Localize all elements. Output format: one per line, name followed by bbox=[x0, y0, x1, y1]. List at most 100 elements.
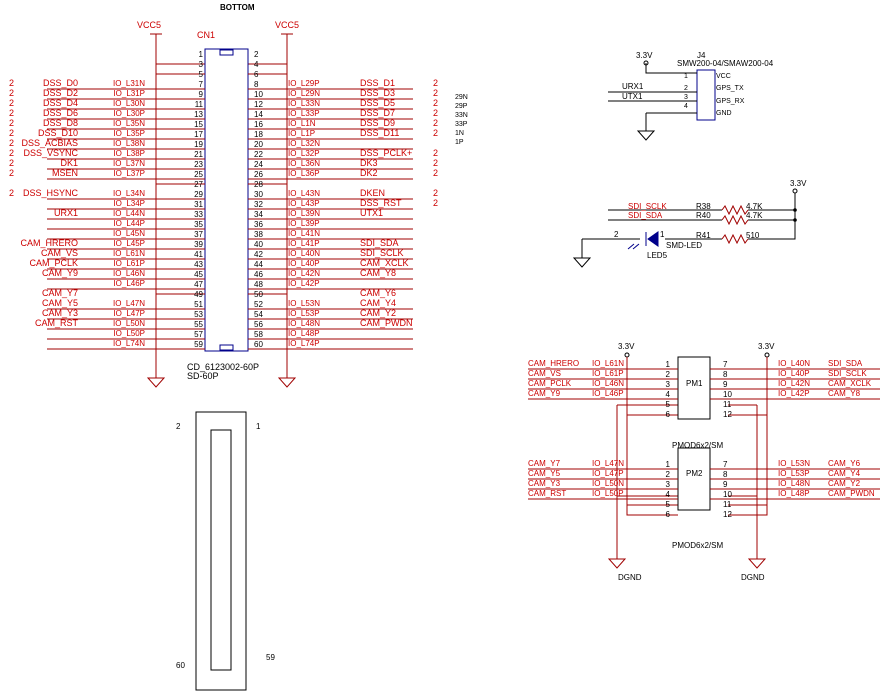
cn1-right-sheet-4: 2 bbox=[433, 78, 438, 88]
pm1-pin-8: 8 bbox=[723, 370, 728, 379]
cn1-key-top bbox=[219, 49, 234, 56]
cn1-pin-44: 44 bbox=[254, 260, 263, 269]
cn1-key-bottom bbox=[219, 344, 234, 351]
cn1-pin-18: 18 bbox=[254, 130, 263, 139]
cn1-pin-2: 2 bbox=[254, 50, 259, 59]
pm1-right-io-9: IO_L42N bbox=[778, 379, 810, 388]
pm1-left-io-2: IO_L61P bbox=[592, 369, 624, 378]
cn1-pin-45: 45 bbox=[194, 270, 203, 279]
port-list-item-1: 29N bbox=[455, 94, 468, 101]
cn1-pin-28: 28 bbox=[254, 180, 263, 189]
cn1-left-io-19: IO_L45N bbox=[113, 229, 145, 238]
cn1-pin-55: 55 bbox=[194, 320, 203, 329]
cn1-right-io-23: IO_L42N bbox=[288, 269, 320, 278]
pm-supply-right-node bbox=[764, 352, 770, 358]
cn1-right-net-15: DKEN bbox=[360, 188, 385, 198]
j4-supply: 3.3V bbox=[636, 51, 653, 60]
cn1-pin-37: 37 bbox=[194, 230, 203, 239]
cn1-left-sheet-13: 2 bbox=[9, 168, 14, 178]
pm2-pin-9: 9 bbox=[723, 480, 728, 489]
cn1-pin-40: 40 bbox=[254, 240, 263, 249]
pm1-left-net-3: CAM_PCLK bbox=[528, 379, 572, 388]
cn1-pin-38: 38 bbox=[254, 230, 263, 239]
pm2-right-net-9: CAM_Y2 bbox=[828, 479, 861, 488]
pm2-left-net-1: CAM_Y7 bbox=[528, 459, 561, 468]
cn1-pin-60: 60 bbox=[254, 340, 263, 349]
cn1-pin-32: 32 bbox=[254, 200, 263, 209]
pm-supply-left-node bbox=[624, 352, 630, 358]
cn1-left-net-13: MSEN bbox=[52, 168, 78, 178]
pm1-pin-7: 7 bbox=[723, 360, 728, 369]
pm1-pin-12: 12 bbox=[723, 410, 732, 419]
cn1-right-sheet-12: 2 bbox=[433, 158, 438, 168]
cn1-right-io-12: IO_L36N bbox=[288, 159, 320, 168]
pm2-right-io-8: IO_L53P bbox=[778, 469, 810, 478]
cn1-pin-48: 48 bbox=[254, 280, 263, 289]
port-list-item-4: 33P bbox=[455, 121, 468, 128]
pm2-pin-4: 4 bbox=[666, 490, 671, 499]
cn1-pin-10: 10 bbox=[254, 90, 263, 99]
cn1-right-sheet-5: 2 bbox=[433, 88, 438, 98]
pm2-pin-11: 11 bbox=[723, 500, 732, 509]
r38-ref: R38 bbox=[696, 202, 711, 211]
cn1-right-sheet-9: 2 bbox=[433, 128, 438, 138]
pm1-pin-10: 10 bbox=[723, 390, 732, 399]
cn1-right-io-11: IO_L32P bbox=[288, 149, 320, 158]
cn1-pin-42: 42 bbox=[254, 250, 263, 259]
cn1-left-io-28: IO_L50N bbox=[113, 319, 145, 328]
pm1-pin-5: 5 bbox=[666, 400, 671, 409]
pm1-right-io-8: IO_L40P bbox=[778, 369, 810, 378]
cn1-left-net-27: CAM_Y3 bbox=[42, 308, 78, 318]
pm1-right-net-8: SDI_SCLK bbox=[828, 369, 867, 378]
cn1-left-net-6: DSS_D4 bbox=[43, 98, 78, 108]
cn1-left-net-23: CAM_Y9 bbox=[42, 268, 78, 278]
cn1-right-net-17: UTX1 bbox=[360, 208, 383, 218]
cn1-left-net-15: DSS_HSYNC bbox=[23, 188, 79, 198]
pm1-pin-4: 4 bbox=[666, 390, 671, 399]
cn1-left-io-7: IO_L30P bbox=[113, 109, 145, 118]
cn1-pin-43: 43 bbox=[194, 260, 203, 269]
cn1-right-net-20: SDI_SDA bbox=[360, 238, 399, 248]
cn1-pin-9: 9 bbox=[199, 90, 204, 99]
pm1-left-net-2: CAM_VS bbox=[528, 369, 561, 378]
pm-power-wires bbox=[607, 357, 768, 569]
pm1-pin-11: 11 bbox=[723, 400, 732, 409]
cn1-left-net-21: CAM_VS bbox=[41, 248, 78, 258]
pm2-pin-1: 1 bbox=[666, 460, 671, 469]
cn1-pin-19: 19 bbox=[194, 140, 203, 149]
cn1-right-sheet-13: 2 bbox=[433, 168, 438, 178]
cn1-pin-1: 1 bbox=[199, 50, 204, 59]
pm2-pin-10: 10 bbox=[723, 490, 732, 499]
cn1-pin-12: 12 bbox=[254, 100, 263, 109]
cn1-pin-11: 11 bbox=[195, 100, 204, 109]
cn1-pin-22: 22 bbox=[254, 150, 263, 159]
sheet-title: BOTTOM bbox=[220, 3, 255, 12]
cn1-right-io-24: IO_L42P bbox=[288, 279, 320, 288]
vcc5-right-label: VCC5 bbox=[275, 20, 299, 30]
cn1-right-io-30: IO_L74P bbox=[288, 339, 320, 348]
j4-wires bbox=[608, 63, 697, 141]
cn1-left-sheet-11: 2 bbox=[9, 148, 14, 158]
cn1-left-net-20: CAM_HRERO bbox=[20, 238, 78, 248]
led-pin-1: 1 bbox=[660, 230, 665, 239]
cn1-right-net-21: SDI_SCLK bbox=[360, 248, 404, 258]
cn1-pin-23: 23 bbox=[194, 160, 203, 169]
pm2-left-io-4: IO_L50P bbox=[592, 489, 624, 498]
cn1-left-sheet-12: 2 bbox=[9, 158, 14, 168]
pm1-right-net-7: SDI_SDA bbox=[828, 359, 863, 368]
pm2-right-io-7: IO_L53N bbox=[778, 459, 810, 468]
cn1-right-net-12: DK3 bbox=[360, 158, 378, 168]
cn1-left-io-21: IO_L61N bbox=[113, 249, 145, 258]
port-list-item-3: 33N bbox=[455, 112, 468, 119]
cn1-right-io-8: IO_L1N bbox=[288, 119, 316, 128]
pm1-pin-9: 9 bbox=[723, 380, 728, 389]
cn1-pin-27: 27 bbox=[194, 180, 203, 189]
cn1-pin-39: 39 bbox=[194, 240, 203, 249]
cn1-pin-34: 34 bbox=[254, 210, 263, 219]
cn1-pin-59: 59 bbox=[194, 340, 203, 349]
pm2-left-io-1: IO_L47N bbox=[592, 459, 624, 468]
cn1-right-sheet-8: 2 bbox=[433, 118, 438, 128]
footprint-pin-60: 60 bbox=[176, 661, 185, 670]
cn1-ref: CN1 bbox=[197, 30, 215, 40]
